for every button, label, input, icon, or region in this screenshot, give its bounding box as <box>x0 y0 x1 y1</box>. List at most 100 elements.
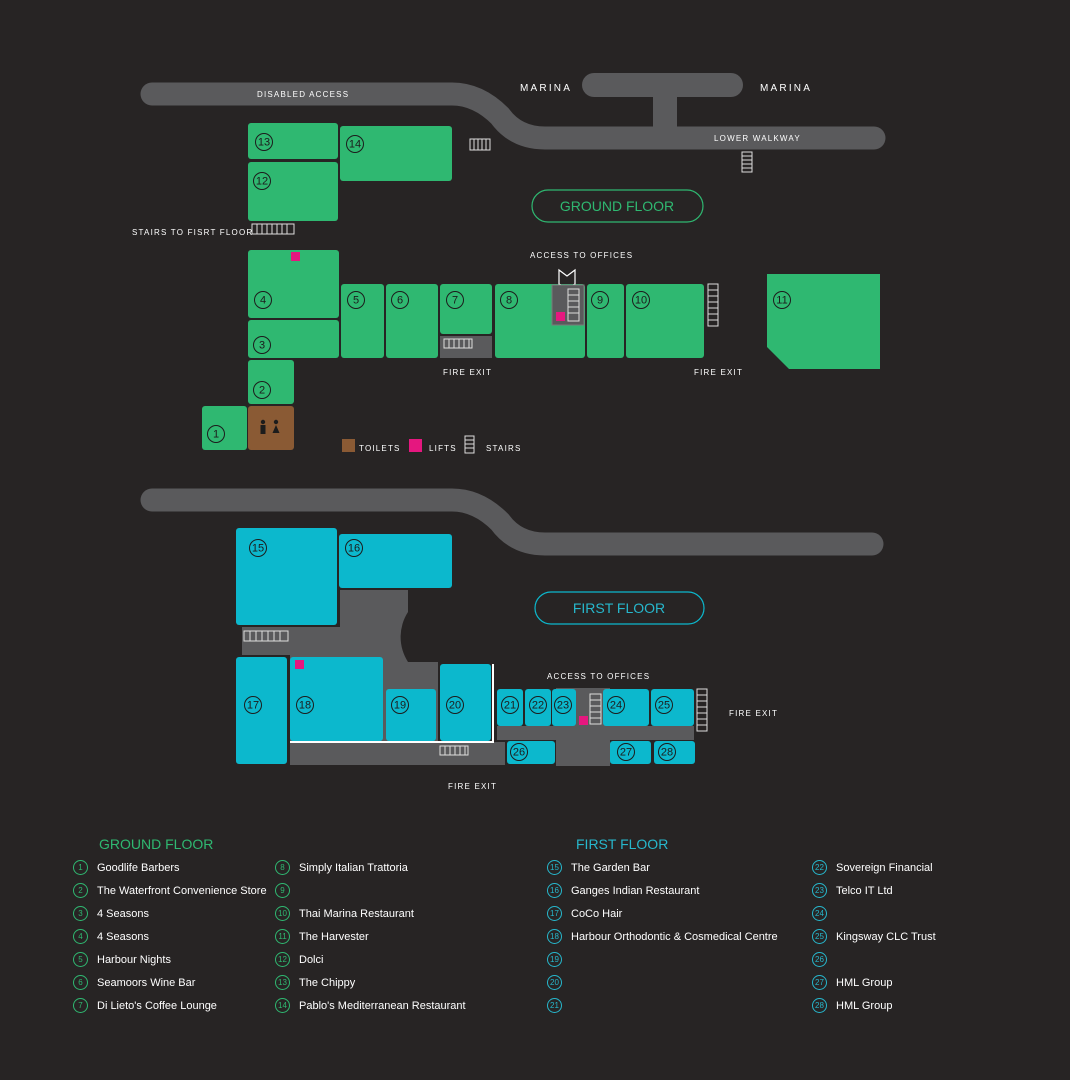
first-unit-16[interactable]: 16 <box>339 534 452 588</box>
ground-unit-10[interactable]: 10 <box>626 284 704 358</box>
ground-unit-7[interactable]: 7 <box>440 284 492 334</box>
unit-number-badge: 15 <box>547 860 562 875</box>
first-unit-26[interactable]: 26 <box>507 741 555 764</box>
unit-number-circle <box>773 291 791 309</box>
ground-walkway <box>140 73 886 150</box>
unit-shape[interactable] <box>236 657 287 764</box>
directory-entry[interactable]: 9 <box>275 879 466 902</box>
unit-number: 20 <box>449 700 461 712</box>
stairs-icon <box>567 288 580 322</box>
unit-shape[interactable] <box>248 320 339 358</box>
stairs-legend-label: STAIRS <box>486 444 522 453</box>
fire-exit-label: FIRE EXIT <box>694 368 743 377</box>
first-unit-23[interactable]: 23 <box>552 689 576 726</box>
fire-exit-label: FIRE EXIT <box>448 782 497 791</box>
first-unit-18[interactable]: 18 <box>290 657 383 741</box>
unit-shape[interactable] <box>386 284 438 358</box>
unit-shape[interactable] <box>654 741 695 764</box>
ground-unit-13[interactable]: 13 <box>248 123 338 159</box>
unit-number: 1 <box>213 429 219 441</box>
ground-unit-5[interactable]: 5 <box>341 284 384 358</box>
ground-unit-11[interactable]: 11 <box>767 274 880 369</box>
directory-entry[interactable]: 24 <box>812 902 936 925</box>
unit-shape[interactable] <box>290 657 383 741</box>
unit-shape[interactable] <box>248 360 294 404</box>
unit-shape[interactable] <box>767 274 880 369</box>
unit-number-badge: 16 <box>547 883 562 898</box>
ground-unit-1[interactable]: 1 <box>202 406 247 450</box>
unit-shape[interactable] <box>497 689 523 726</box>
first-unit-24[interactable]: 24 <box>603 689 649 726</box>
first-unit-25[interactable]: 25 <box>651 689 694 726</box>
unit-shape[interactable] <box>236 528 337 625</box>
unit-shape[interactable] <box>440 284 492 334</box>
unit-number-badge: 11 <box>275 929 290 944</box>
first-floor-badge <box>534 591 705 625</box>
unit-number: 3 <box>259 340 265 352</box>
ground-unit-12[interactable]: 12 <box>248 162 338 221</box>
directory-entry[interactable]: 21 <box>547 994 778 1017</box>
unit-shape[interactable] <box>202 406 247 450</box>
unit-shape[interactable] <box>440 664 491 741</box>
first-unit-22[interactable]: 22 <box>525 689 551 726</box>
unit-shape[interactable] <box>248 250 339 318</box>
directory-entry[interactable]: 20 <box>547 971 778 994</box>
unit-number: 15 <box>252 543 264 555</box>
unit-shape[interactable] <box>587 284 624 358</box>
first-unit-15[interactable]: 15 <box>236 528 337 625</box>
ground-unit-3[interactable]: 3 <box>248 320 339 358</box>
ground-unit-6[interactable]: 6 <box>386 284 438 358</box>
ground-unit-2[interactable]: 2 <box>248 360 294 404</box>
unit-shape[interactable] <box>626 284 704 358</box>
first-unit-28[interactable]: 28 <box>654 741 695 764</box>
unit-number-circle <box>446 696 464 714</box>
unit-shape[interactable] <box>507 741 555 764</box>
unit-shape[interactable] <box>248 162 338 221</box>
unit-shape[interactable] <box>340 126 452 181</box>
directory-entry[interactable]: 26 <box>812 948 936 971</box>
stairs-icon <box>243 630 289 642</box>
first-unit-17[interactable]: 17 <box>236 657 287 764</box>
unit-shape[interactable] <box>339 534 452 588</box>
ground-unit-9[interactable]: 9 <box>587 284 624 358</box>
first-unit-20[interactable]: 20 <box>440 664 491 741</box>
unit-tenant-name: HML Group <box>836 999 893 1012</box>
unit-shape[interactable] <box>386 689 436 741</box>
first-unit-27[interactable]: 27 <box>610 741 651 764</box>
unit-number: 22 <box>532 700 544 712</box>
first-unit-19[interactable]: 19 <box>386 689 436 741</box>
ground-unit-14[interactable]: 14 <box>340 126 452 181</box>
unit-shape[interactable] <box>341 284 384 358</box>
unit-tenant-name: The Harvester <box>299 930 369 943</box>
directory-entry[interactable]: 11 The Harvester <box>275 925 466 948</box>
first-unit-21[interactable]: 21 <box>497 689 523 726</box>
unit-shape[interactable] <box>248 123 338 159</box>
directory-entry[interactable]: 19 <box>547 948 778 971</box>
unit-shape[interactable] <box>525 689 551 726</box>
lower-walkway-label: LOWER WALKWAY <box>714 134 801 143</box>
ground-unit-4[interactable]: 4 <box>248 250 339 318</box>
unit-shape[interactable] <box>603 689 649 726</box>
